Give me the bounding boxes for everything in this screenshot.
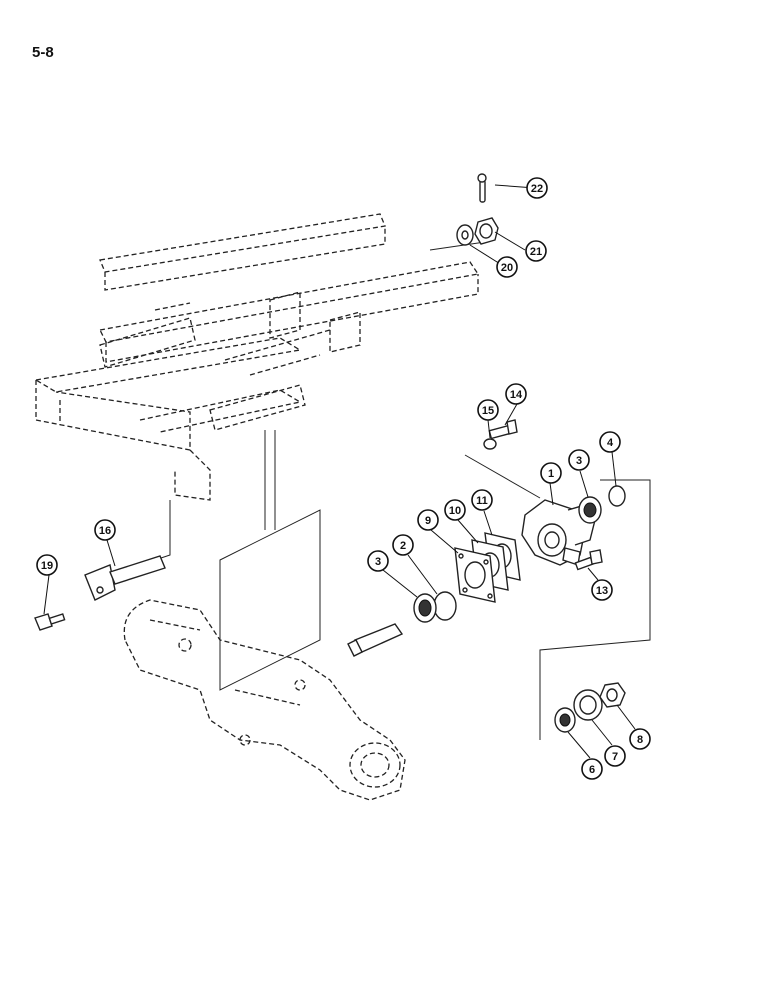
callout-6: 6 (581, 758, 603, 780)
callout-4-label: 4 (607, 437, 614, 449)
alignment-lines (139, 241, 651, 740)
callout-20: 20 (496, 256, 518, 278)
callout-3-left: 3 (367, 550, 389, 572)
callout-21-label: 21 (530, 246, 542, 258)
callout-15: 15 (477, 399, 499, 421)
callout-9: 9 (417, 509, 439, 531)
callout-13-label: 13 (596, 585, 608, 597)
pivot-bearing-housing (521, 499, 596, 566)
callout-8: 8 (629, 728, 651, 750)
callout-11-label: 11 (476, 495, 488, 507)
callout-11: 11 (471, 489, 493, 511)
bearing-right (578, 496, 602, 524)
callout-1-label: 1 (548, 468, 554, 480)
callout-10: 10 (444, 499, 466, 521)
o-ring (608, 485, 626, 507)
callout-3-right: 3 (568, 449, 590, 471)
grease-fitting-19 (34, 613, 66, 631)
callout-3-right-label: 3 (576, 455, 582, 467)
callout-4: 4 (599, 431, 621, 453)
callout-2: 2 (392, 534, 414, 556)
callout-6-label: 6 (589, 764, 595, 776)
callout-14-label: 14 (510, 389, 523, 401)
front-frame-outline (34, 213, 480, 501)
bolt (488, 419, 518, 440)
washer (456, 224, 474, 246)
callout-14: 14 (505, 383, 527, 405)
leader-lines (43, 184, 636, 759)
seal (554, 707, 576, 733)
callout-15-label: 15 (482, 405, 494, 417)
castle-nut (474, 217, 499, 245)
nut (599, 682, 626, 708)
callout-22: 22 (526, 177, 548, 199)
rear-pivot-pin (347, 623, 404, 657)
callout-7-label: 7 (612, 751, 618, 763)
callout-10-label: 10 (449, 505, 461, 517)
callout-7: 7 (604, 745, 626, 767)
callout-21: 21 (525, 240, 547, 262)
callout-19: 19 (36, 554, 58, 576)
callout-3-left-label: 3 (375, 556, 381, 568)
grease-fitting (574, 549, 603, 571)
cotter-pin (477, 173, 487, 203)
callout-19-label: 19 (41, 560, 53, 572)
o-ring-2 (433, 591, 457, 621)
callout-22-label: 22 (531, 183, 543, 195)
bearing-left (413, 593, 437, 623)
spacer-ring (573, 689, 603, 721)
callout-16: 16 (94, 519, 116, 541)
page-number: 5-8 (32, 44, 54, 61)
callout-16-label: 16 (99, 525, 111, 537)
callout-13: 13 (591, 579, 613, 601)
lock-washer (483, 438, 497, 450)
callout-2-label: 2 (400, 540, 406, 552)
callout-9-label: 9 (425, 515, 431, 527)
axle-housing (123, 599, 406, 801)
callout-1: 1 (540, 462, 562, 484)
front-pivot-pin (84, 555, 166, 601)
cover-plate (454, 547, 496, 603)
callout-8-label: 8 (637, 734, 643, 746)
callout-20-label: 20 (501, 262, 513, 274)
